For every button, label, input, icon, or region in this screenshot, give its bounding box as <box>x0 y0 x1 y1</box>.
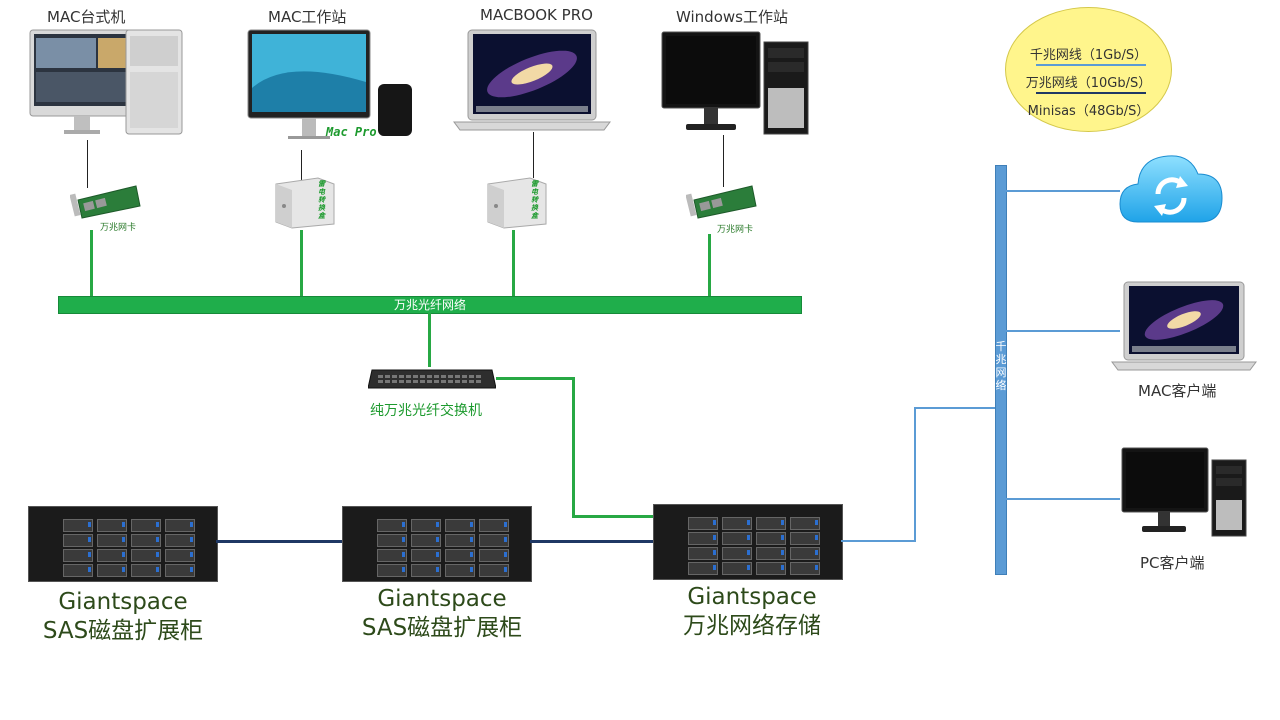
legend-10g-line <box>1036 92 1146 94</box>
connector-macbook <box>533 132 534 178</box>
storage-1-line1: Giantspace <box>58 589 188 615</box>
switch-link-h2 <box>572 515 654 518</box>
minisas-link-1 <box>216 540 342 543</box>
legend-gigabit-label: 千兆网线（1Gb/S） <box>1029 48 1148 63</box>
switch-label: 纯万兆光纤交换机 <box>370 403 482 419</box>
legend-10g-label: 万兆网线（10Gb/S） <box>1025 76 1152 91</box>
storage-label-1: Giantspace SAS磁盘扩展柜 <box>38 588 208 646</box>
storage-label-2: Giantspace SAS磁盘扩展柜 <box>356 585 528 643</box>
drop-workstation <box>300 230 303 296</box>
mac-client-label: MAC客户端 <box>1138 382 1217 400</box>
storage-3-line1: Giantspace <box>687 584 817 610</box>
mac-client-icon <box>1110 280 1260 372</box>
mac-workstation-icon <box>246 28 426 150</box>
fiber-box-label-2: 雷电转换盒 <box>531 180 538 220</box>
pc-client-label: PC客户端 <box>1140 554 1205 572</box>
switch-link-v <box>572 377 575 518</box>
mac-workstation-label: MAC工作站 <box>268 8 347 26</box>
switch-icon <box>367 366 497 392</box>
bar-to-switch <box>428 313 431 367</box>
pc-client-icon <box>1120 446 1248 538</box>
minisas-link-2 <box>530 540 653 543</box>
drop-desktop <box>90 230 93 296</box>
storage-2-line1: Giantspace <box>377 586 507 612</box>
switch-link-h1 <box>496 377 574 380</box>
windows-ws-icon <box>660 28 810 136</box>
storage-3-line2: 万兆网络存储 <box>683 613 821 639</box>
mac-pro-label: Mac Pro <box>326 125 377 139</box>
connector-workstation <box>301 150 302 180</box>
windows-ws-label: Windows工作站 <box>676 8 788 26</box>
storage-link-v <box>914 408 916 542</box>
sas-expansion-rack-1 <box>28 506 218 582</box>
network-storage-rack <box>653 504 843 580</box>
mac-client-link <box>1006 330 1120 332</box>
cloud-sync-icon <box>1118 142 1224 226</box>
storage-1-line2: SAS磁盘扩展柜 <box>42 618 204 644</box>
storage-link-h2 <box>914 407 996 409</box>
drop-windows <box>708 234 711 296</box>
legend: 千兆网线（1Gb/S） 万兆网线（10Gb/S） Minisas（48Gb/S） <box>1005 7 1172 132</box>
storage-link-h1 <box>841 540 915 542</box>
drop-macbook <box>512 230 515 296</box>
fiber-network-label: 万兆光纤网络 <box>393 298 466 312</box>
storage-label-3: Giantspace 万兆网络存储 <box>666 583 838 641</box>
storage-2-line2: SAS磁盘扩展柜 <box>361 615 523 641</box>
nic-card-icon-2 <box>685 180 758 220</box>
fiber-box-icon-1 <box>274 176 336 230</box>
macbook-label: MACBOOK PRO <box>480 6 593 24</box>
connector-windows <box>723 135 724 187</box>
macbook-icon <box>452 28 612 134</box>
nic-label-2: 万兆网卡 <box>717 225 754 235</box>
gigabit-backbone-bar: 千兆网络 <box>995 165 1007 575</box>
legend-gigabit-line <box>1036 64 1146 66</box>
fiber-box-icon-2 <box>486 176 548 230</box>
mac-desktop-icon <box>26 28 186 140</box>
fiber-box-label-1: 雷电转换盒 <box>318 180 325 220</box>
connector-desktop <box>87 140 88 188</box>
nic-card-icon-1 <box>69 180 142 220</box>
legend-minisas-label: Minisas（48Gb/S） <box>1027 104 1150 119</box>
mac-desktop-label: MAC台式机 <box>47 8 126 26</box>
cloud-link <box>1006 190 1120 192</box>
sas-expansion-rack-2 <box>342 506 532 582</box>
gigabit-backbone-label: 千兆网络 <box>995 340 1007 392</box>
fiber-network-bar: 万兆光纤网络 <box>58 296 802 314</box>
pc-client-link <box>1006 498 1120 500</box>
nic-label-1: 万兆网卡 <box>100 223 137 233</box>
